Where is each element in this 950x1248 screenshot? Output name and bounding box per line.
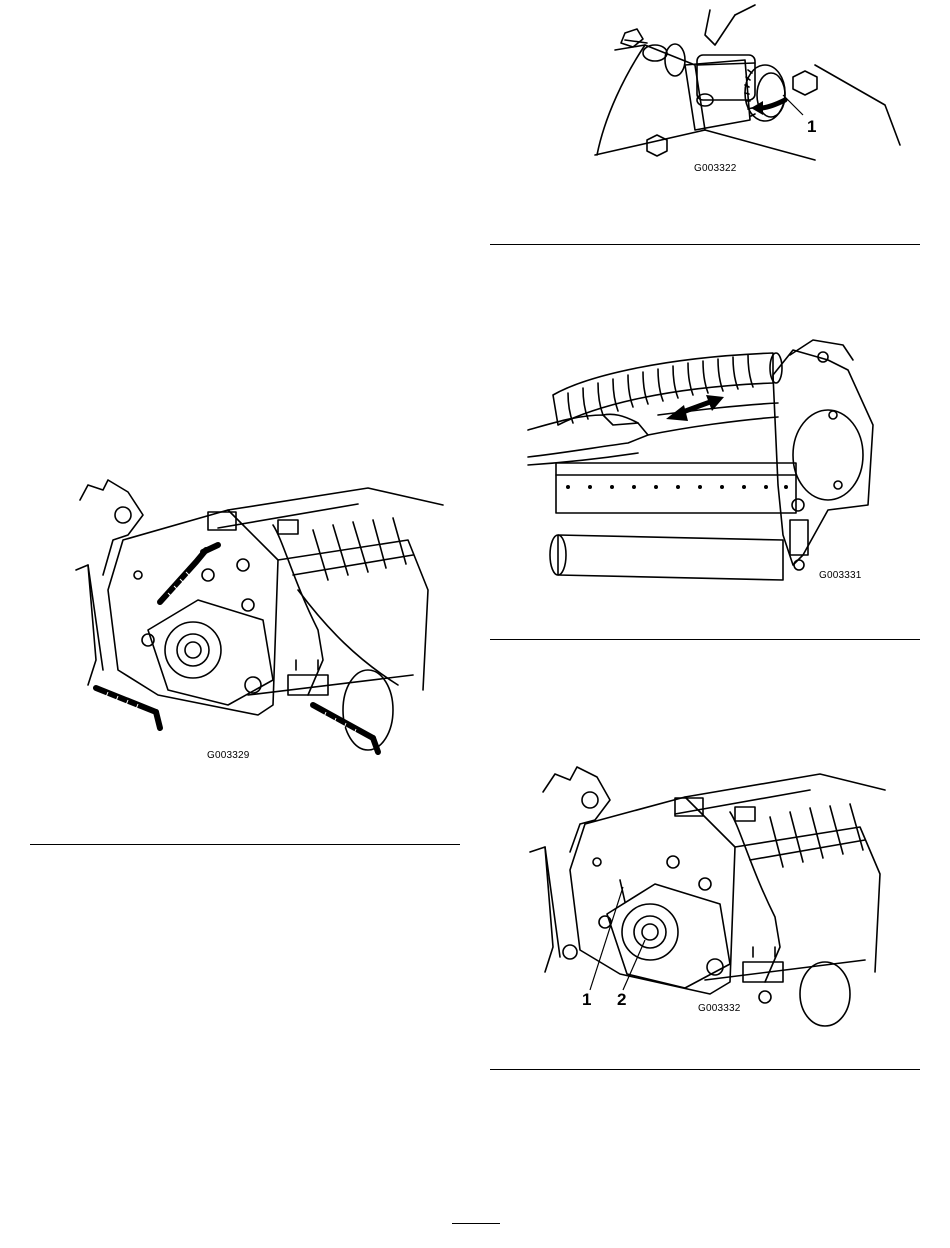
divider-right-3 <box>490 1069 920 1070</box>
figure-reel-springs <box>68 480 443 765</box>
divider-left <box>30 844 460 845</box>
callout-1-bottom: 1 <box>582 990 591 1010</box>
adjuster-knob-illustration <box>585 5 915 175</box>
callout-1-top: 1 <box>807 117 816 137</box>
page-number-line <box>452 1223 500 1224</box>
reel-check-illustration <box>528 335 883 585</box>
divider-right-2 <box>490 639 920 640</box>
callout-2-bottom: 2 <box>617 990 626 1010</box>
figure-code-top: G003322 <box>694 163 737 174</box>
bearing-callouts-illustration <box>525 762 890 1027</box>
figure-code-middle: G003331 <box>819 570 862 581</box>
figure-reel-check <box>528 335 883 585</box>
figure-code-left: G003329 <box>207 750 250 761</box>
figure-code-bottom: G003332 <box>698 1003 741 1014</box>
figure-bearing-callouts <box>525 762 890 1027</box>
reel-springs-illustration <box>68 480 443 765</box>
figure-adjuster-knob <box>585 5 915 175</box>
divider-right-1 <box>490 244 920 245</box>
